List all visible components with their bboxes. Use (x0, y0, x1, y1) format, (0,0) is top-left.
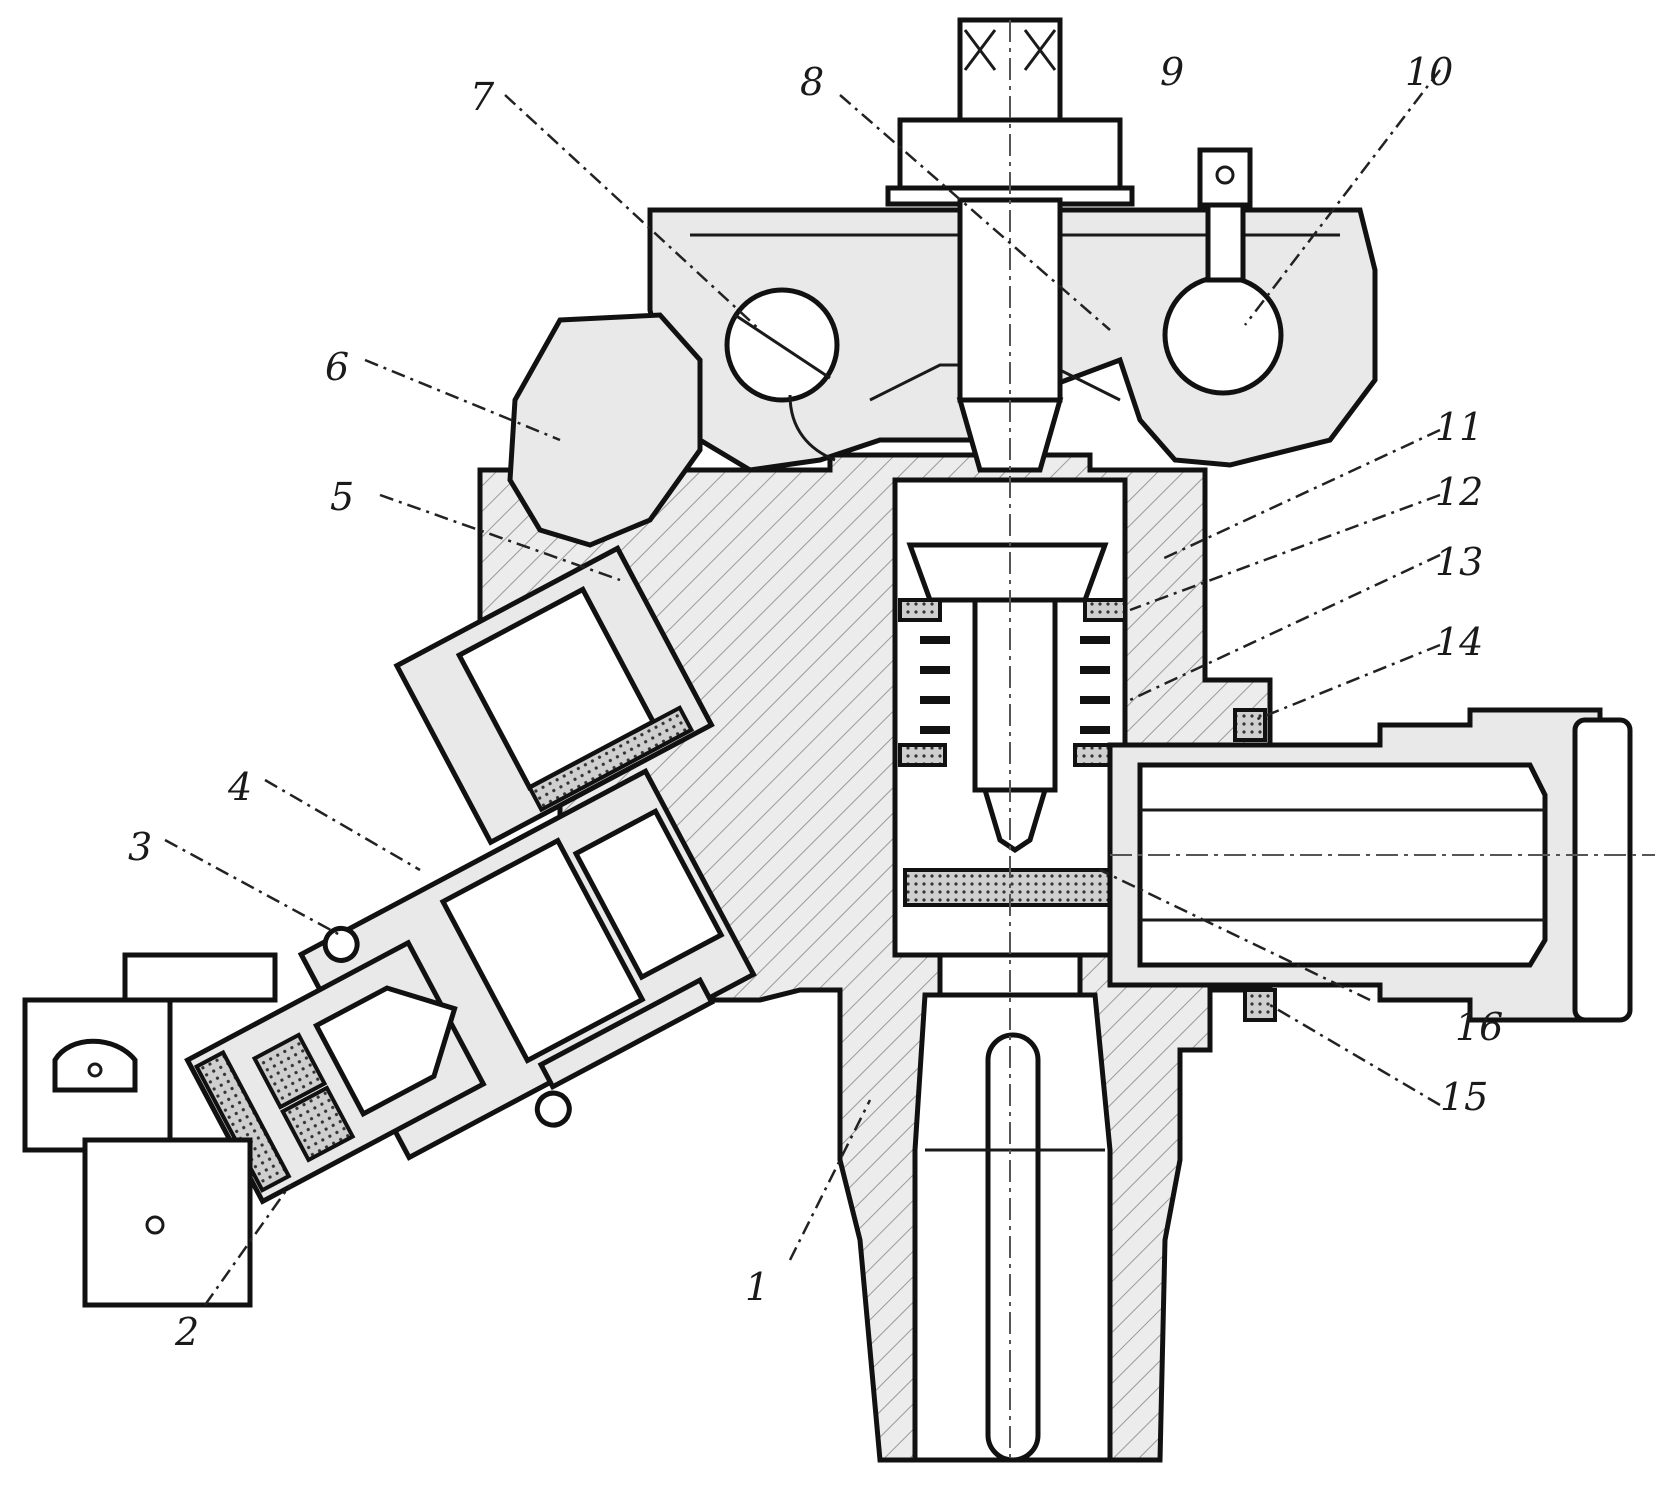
leader-11 (1159, 428, 1441, 562)
inclined-side-assembly (184, 544, 757, 1205)
leader-16 (1099, 868, 1371, 1002)
callout-2: 2 (174, 1310, 199, 1354)
right-connector (1107, 707, 1633, 1023)
lever-arm (507, 312, 703, 548)
callout-4: 4 (227, 765, 252, 809)
callout-12: 12 (1435, 470, 1483, 514)
callout-labels: 1 2 3 4 5 6 7 8 9 10 11 12 13 14 15 16 (128, 50, 1503, 1354)
ball-10 (1162, 147, 1284, 396)
leader-1 (788, 1099, 872, 1261)
ball-7 (724, 287, 840, 462)
leader-lines (164, 69, 1441, 1306)
callout-5: 5 (330, 475, 354, 519)
leader-5 (379, 493, 621, 582)
callout-7: 7 (470, 75, 495, 119)
leader-6 (364, 358, 561, 442)
callout-9: 9 (1160, 50, 1184, 94)
leader-2 (203, 1184, 292, 1306)
callout-15: 15 (1440, 1075, 1488, 1119)
callout-3: 3 (128, 825, 152, 869)
callout-14: 14 (1435, 620, 1483, 664)
callout-13: 13 (1435, 540, 1483, 584)
indicator-box (22, 952, 278, 1308)
leader-4 (264, 778, 421, 872)
lower-outlet (912, 952, 1113, 1463)
callout-10: 10 (1405, 50, 1453, 94)
leader-12 (1129, 493, 1441, 612)
leader-10 (1244, 69, 1441, 326)
callout-8: 8 (800, 60, 824, 104)
callout-16: 16 (1455, 1005, 1503, 1049)
callout-11: 11 (1435, 405, 1483, 449)
callout-1: 1 (745, 1265, 769, 1309)
leader-3 (164, 838, 341, 937)
callout-6: 6 (325, 345, 349, 389)
leader-15 (1269, 1003, 1441, 1107)
leader-14 (1254, 643, 1441, 722)
leader-8 (839, 94, 1111, 331)
